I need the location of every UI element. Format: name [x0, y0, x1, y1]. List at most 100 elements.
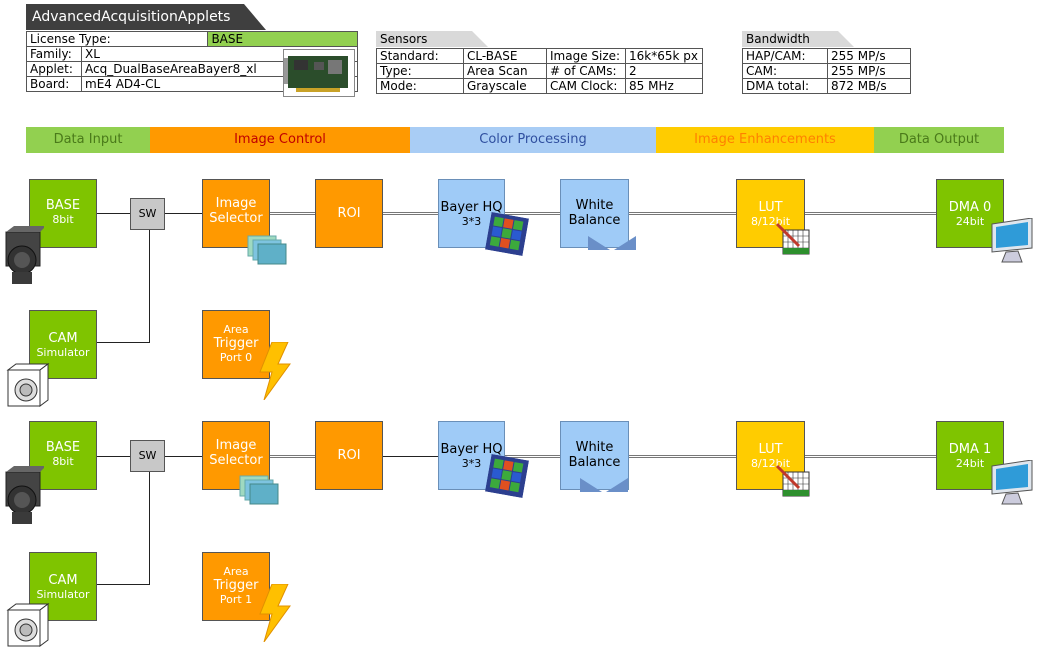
connector — [165, 456, 202, 457]
white-balance-line1: White — [575, 198, 614, 213]
monitor-icon — [988, 217, 1036, 264]
dma-total-label: DMA total: — [742, 78, 828, 94]
lut-table-icon — [775, 464, 811, 498]
sensor-type-label: Type: — [376, 63, 464, 79]
frame-grabber-board-image — [283, 49, 355, 97]
switch-block-1[interactable]: SW — [130, 440, 165, 472]
license-table: License Type: BASE Family: XL Applet: Ac… — [25, 31, 358, 92]
connector — [629, 212, 736, 215]
applet-family-title: AdvancedAcquisitionApplets — [26, 4, 266, 30]
connector — [383, 212, 438, 215]
cam-clock-label: CAM Clock: — [546, 78, 626, 94]
connector — [97, 342, 150, 343]
cam-label: CAM — [48, 573, 78, 588]
lut-block-1[interactable]: LUT 8/12bit — [736, 421, 805, 490]
bayer-grid-icon — [484, 211, 530, 257]
white-balance-1[interactable]: White Balance — [560, 421, 629, 490]
white-balance-0[interactable]: White Balance — [560, 179, 629, 248]
bandwidth-table: HAP/CAM:255 MP/s CAM:255 MP/s DMA total:… — [742, 48, 911, 94]
board-label: Board: — [26, 76, 82, 92]
white-balance-line2: Balance — [568, 455, 621, 470]
category-data-output: Data Output — [874, 127, 1004, 153]
switch-block-0[interactable]: SW — [130, 198, 165, 230]
connector — [97, 213, 130, 214]
trigger-port-label: Port 0 — [219, 351, 253, 364]
cam-count-label: # of CAMs: — [546, 63, 626, 79]
connector — [383, 456, 438, 457]
connector — [165, 213, 202, 214]
bayer-label: Bayer HQ — [440, 200, 503, 215]
base-label: BASE — [45, 198, 81, 213]
category-data-input: Data Input — [26, 127, 150, 153]
area-trigger-1[interactable]: Area Trigger Port 1 — [202, 552, 270, 621]
sensor-mode-value: Grayscale — [463, 78, 547, 94]
connector — [270, 212, 315, 215]
trigger-label: Trigger — [213, 336, 259, 351]
simulator-label: Simulator — [36, 346, 90, 359]
connector — [505, 212, 560, 215]
simulator-label: Simulator — [36, 588, 90, 601]
dma-label: DMA 0 — [948, 200, 992, 215]
connector — [629, 455, 736, 458]
sensors-header: Sensors — [376, 31, 488, 47]
cam-simulator-0[interactable]: CAM Simulator — [29, 310, 97, 379]
connector — [149, 230, 150, 343]
lightning-icon — [258, 341, 292, 401]
image-selector-line1: Image — [215, 196, 257, 211]
bayer-size: 3*3 — [461, 215, 482, 228]
license-type-label: License Type: — [25, 31, 209, 47]
dma-total-value: 872 MB/s — [827, 78, 911, 94]
image-stack-icon — [246, 234, 290, 266]
applet-label: Applet: — [26, 61, 82, 77]
connector — [805, 455, 936, 458]
image-size-label: Image Size: — [546, 48, 626, 64]
roi-block-1[interactable]: ROI — [315, 421, 383, 490]
cam-label: CAM — [48, 331, 78, 346]
dma-label: DMA 1 — [948, 442, 992, 457]
lut-bitdepth: 8/12bit — [750, 215, 791, 228]
sensor-standard-value: CL-BASE — [463, 48, 547, 64]
sensor-standard-label: Standard: — [376, 48, 464, 64]
lut-table-icon — [775, 222, 811, 256]
category-color-processing: Color Processing — [410, 127, 656, 153]
cam-count-value: 2 — [625, 63, 703, 79]
connector — [97, 584, 150, 585]
camera-icon — [0, 466, 46, 526]
connector — [149, 472, 150, 585]
connector — [505, 455, 560, 458]
lut-label: LUT — [758, 442, 783, 457]
hap-cam-label: HAP/CAM: — [742, 48, 828, 64]
bandwidth-header: Bandwidth — [742, 31, 854, 47]
base-bitdepth: 8bit — [52, 455, 74, 468]
cam-bandwidth-value: 255 MP/s — [827, 63, 911, 79]
balance-scale-icon — [580, 478, 628, 494]
sensor-type-value: Area Scan — [463, 63, 547, 79]
dma-bitdepth: 24bit — [955, 215, 985, 228]
image-selector-line1: Image — [215, 438, 257, 453]
trigger-area-label: Area — [223, 323, 249, 336]
camera-outline-icon — [4, 362, 52, 412]
area-trigger-0[interactable]: Area Trigger Port 0 — [202, 310, 270, 379]
image-selector-1[interactable]: Image Selector — [202, 421, 270, 490]
bayer-label: Bayer HQ — [440, 442, 503, 457]
lightning-icon — [258, 583, 292, 643]
image-stack-icon — [238, 474, 282, 506]
image-selector-line2: Selector — [209, 453, 263, 468]
bayer-size: 3*3 — [461, 457, 482, 470]
balance-scale-icon — [588, 236, 636, 252]
trigger-area-label: Area — [223, 565, 249, 578]
trigger-port-label: Port 1 — [219, 593, 253, 606]
bayer-grid-icon — [484, 453, 530, 499]
connector — [97, 456, 130, 457]
white-balance-line2: Balance — [568, 213, 621, 228]
sensors-table: Standard: CL-BASE Image Size: 16k*65k px… — [376, 48, 703, 94]
connector — [270, 455, 315, 458]
sensor-mode-label: Mode: — [376, 78, 464, 94]
image-selector-0[interactable]: Image Selector — [202, 179, 270, 248]
connector — [805, 212, 936, 215]
roi-block-0[interactable]: ROI — [315, 179, 383, 248]
white-balance-line1: White — [575, 440, 614, 455]
image-selector-line2: Selector — [209, 211, 263, 226]
license-type-value: BASE — [207, 31, 358, 47]
cam-bandwidth-label: CAM: — [742, 63, 828, 79]
